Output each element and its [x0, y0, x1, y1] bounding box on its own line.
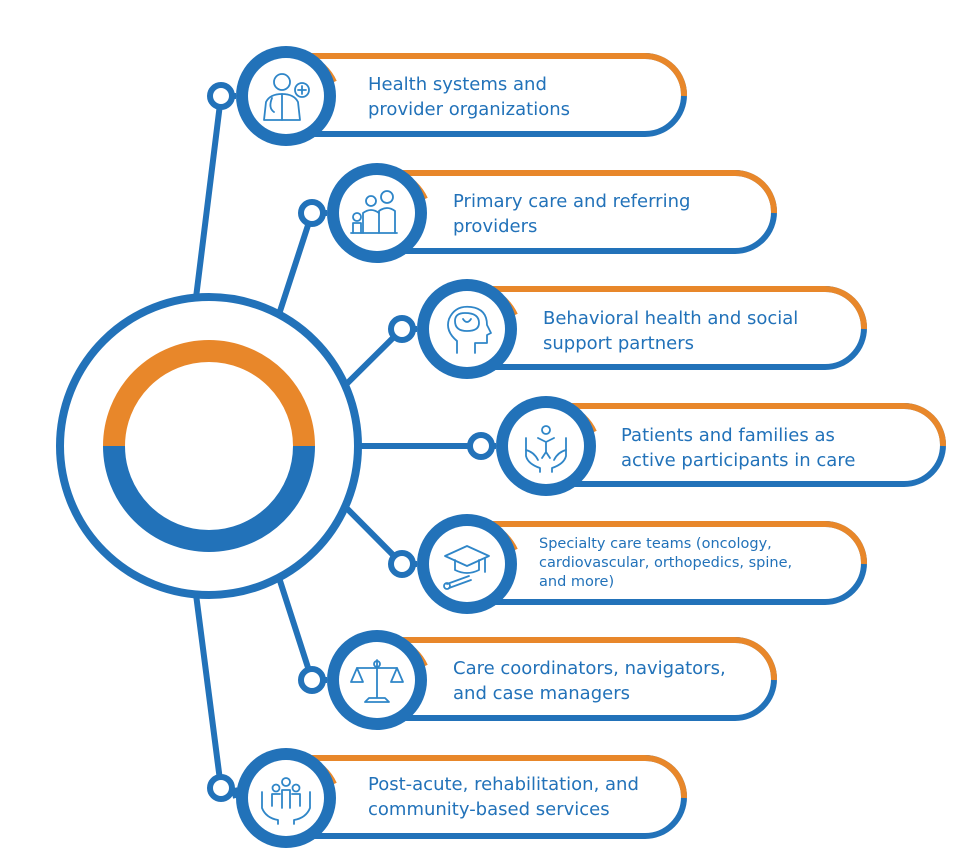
node-label-line: Health systems and [368, 74, 547, 95]
node-label-line: support partners [543, 333, 695, 354]
community-hands-icon [261, 777, 311, 825]
node-label-line: active participants in care [621, 450, 856, 471]
nodes [207, 46, 947, 848]
hub-ring-bottom-arc [103, 445, 315, 552]
scales-icon [350, 659, 404, 703]
connector-dot [388, 315, 416, 343]
hub-ring-top-arc [103, 340, 315, 447]
pill-accent [397, 170, 778, 214]
node-label-line: and more) [539, 574, 615, 590]
node-label-3: Behavioral health and social support part… [543, 306, 798, 356]
node-label-2: Primary care and referring providers [453, 189, 690, 239]
pill-accent [306, 53, 688, 97]
connector-line-6 [275, 574, 312, 671]
node-label-line: provider organizations [368, 99, 571, 120]
icon-circle-inner [248, 58, 324, 134]
connector-line-3 [342, 335, 396, 389]
graduation-cap-icon [443, 545, 490, 590]
node-label-line: Specialty care teams (oncology, [539, 536, 772, 552]
doctor-icon [263, 73, 310, 121]
connector-line-5 [342, 503, 396, 558]
pill-accent [397, 637, 778, 681]
icon-circle-inner [248, 760, 324, 836]
node-label-line: Patients and families as [621, 425, 835, 446]
connector-line-1 [193, 105, 223, 301]
connector-dot [467, 432, 495, 460]
node-2 [298, 163, 778, 263]
node-label-5: Specialty care teams (oncology, cardiovas… [539, 535, 792, 592]
connector-dot [298, 199, 326, 227]
node-label-4: Patients and families as active participa… [621, 423, 855, 473]
connector-line-7 [193, 591, 223, 779]
icon-circle-inner [339, 175, 415, 251]
brain-head-icon [447, 305, 492, 354]
node-5 [388, 514, 868, 614]
node-label-line: cardiovascular, orthopedics, spine, [539, 555, 793, 571]
connector-line-2 [275, 222, 311, 318]
icon-circle-inner [429, 291, 505, 367]
connector-dot [207, 82, 235, 110]
family-icon [350, 190, 398, 234]
central-hub [56, 293, 362, 599]
icon-circle-inner [429, 526, 505, 602]
node-label-line: Care coordinators, navigators, [453, 658, 726, 679]
node-label-1: Health systems and provider organizations [368, 72, 570, 122]
node-label-line: and case managers [453, 683, 630, 704]
node-label-6: Care coordinators, navigators, and case m… [453, 656, 726, 706]
connector-dot [298, 666, 326, 694]
node-1 [207, 46, 688, 146]
connector-dot [388, 550, 416, 578]
connector-dot [207, 774, 235, 802]
node-7 [207, 748, 688, 848]
node-3 [388, 279, 868, 379]
pill-accent [566, 403, 947, 447]
node-4 [467, 396, 947, 496]
node-label-line: Behavioral health and social [543, 308, 799, 329]
pill-accent [487, 286, 868, 330]
node-label-7: Post-acute, rehabilitation, and community… [368, 772, 639, 822]
node-label-line: providers [453, 216, 538, 237]
pill-accent [487, 521, 868, 565]
node-label-line: community-based services [368, 799, 610, 820]
pill-accent [306, 755, 688, 799]
hands-person-icon [525, 425, 567, 473]
node-label-line: Primary care and referring [453, 191, 691, 212]
node-6 [298, 630, 778, 730]
node-label-line: Post-acute, rehabilitation, and [368, 774, 639, 795]
